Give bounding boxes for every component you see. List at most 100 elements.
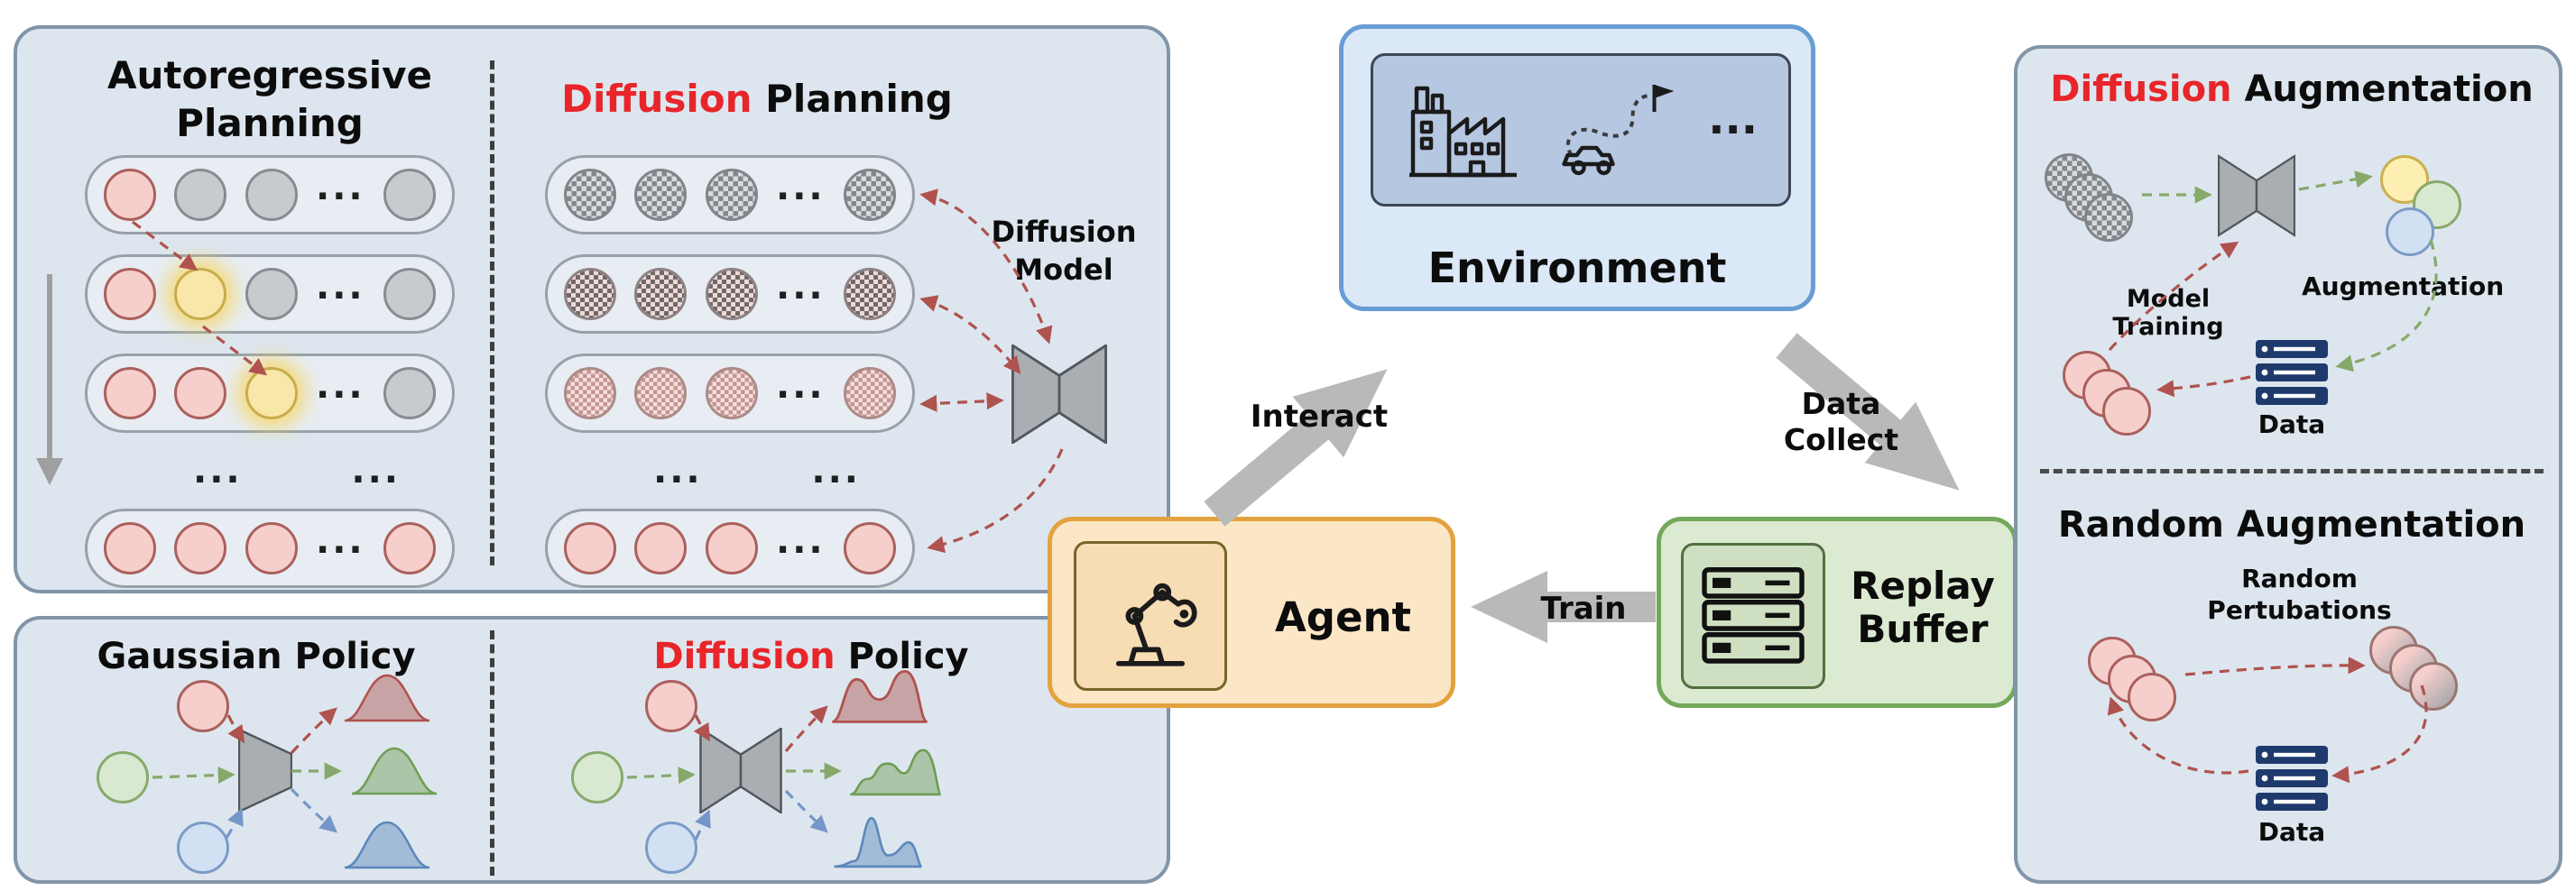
policy-word: Policy (835, 636, 969, 677)
yellowglow-state-circle (245, 367, 298, 419)
agent-box: Agent (1048, 517, 1455, 708)
noise1-state-circle (634, 169, 688, 221)
policy-panel: Gaussian Policy Diffusion Policy (14, 616, 1170, 884)
diffusion-augmentation-title: Diffusion Augmentation (2036, 67, 2548, 112)
noise1-state-circle (843, 169, 896, 221)
random-augmentation-title-text: Random Augmentation (2057, 504, 2526, 546)
pink-state-circle (104, 169, 156, 221)
diffusion-policy-title: Diffusion Policy (577, 634, 1046, 679)
sequence-row: ... (545, 509, 915, 588)
gray-state-circle (174, 169, 227, 221)
augmented-samples-cluster (2377, 155, 2467, 263)
model-training-label: Model Training (2112, 285, 2224, 341)
autoregressive-planning-title-text: Autoregressive Planning (106, 53, 433, 145)
ellipsis: ... (193, 450, 243, 491)
autoregressive-rows: .................. (85, 155, 455, 588)
sequence-row: ... (85, 155, 455, 234)
robot-arm-icon (1091, 556, 1210, 675)
ellipsis: ... (776, 167, 826, 208)
pink-state-circle (104, 268, 156, 320)
diffusion-planning-title: Diffusion Planning (559, 76, 956, 124)
data-label: Data (2257, 409, 2326, 439)
ellipsis: ... (351, 450, 401, 491)
sequence-row: ... (545, 155, 915, 234)
blue-circle (2386, 207, 2434, 256)
ellipsis: ... (316, 266, 365, 308)
random-pertubations-label: Random Pertubations (2207, 564, 2392, 625)
sequence-row: ... (545, 254, 915, 334)
ellipsis: ... (776, 520, 826, 562)
perturbed-samples-stack (2369, 626, 2460, 716)
pink-circle (2102, 387, 2151, 436)
pink-state-circle (383, 522, 436, 574)
agent-label: Agent (1274, 593, 1412, 641)
data-collect-label: Data Collect (1783, 386, 1899, 457)
interact-label: Interact (1250, 399, 1389, 435)
noise3-state-circle (843, 367, 896, 419)
factory-icon (1404, 79, 1517, 180)
planning-panel: Autoregressive Planning Diffusion Planni… (14, 25, 1170, 593)
server-stack-icon (1696, 564, 1810, 669)
planning-word: Planning (752, 77, 953, 121)
noise1-circle (2084, 193, 2133, 242)
replay-buffer-box: Replay Buffer (1657, 517, 2017, 708)
pink-state-circle (634, 522, 688, 574)
blue-state-circle (177, 822, 229, 874)
ellipsis: ... (776, 266, 826, 308)
blue-gaussian-curve (343, 821, 431, 869)
gray-state-circle (383, 169, 436, 221)
ellipsis: ... (811, 450, 861, 491)
green-state-circle (97, 751, 149, 804)
environment-label: Environment (1427, 243, 1727, 292)
ellipsis: ... (776, 365, 826, 407)
pink-state-circle (104, 522, 156, 574)
ellipsis: ... (316, 520, 365, 562)
ellipsis-row: ...... (85, 450, 455, 491)
green-gaussian-curve (350, 747, 439, 795)
noisy-samples-stack (2045, 153, 2135, 243)
noise1-state-circle (564, 169, 616, 221)
agent-icon-box (1074, 541, 1227, 691)
pink-state-circle (104, 367, 156, 419)
green-multimodal-curve (848, 749, 943, 796)
diffusion-word: Diffusion (653, 636, 836, 677)
diffusion-word: Diffusion (561, 77, 752, 121)
train-label: Train (1540, 591, 1627, 627)
sequence-row: ... (85, 354, 455, 433)
gray-state-circle (245, 268, 298, 320)
augmentation-word: Augmentation (2231, 69, 2534, 110)
noise3-state-circle (634, 367, 688, 419)
noise3-state-circle (564, 367, 616, 419)
pink-state-circle (174, 522, 227, 574)
noise2-state-circle (564, 268, 616, 320)
policy-divider (490, 630, 494, 876)
data-label: Data (2257, 817, 2326, 847)
replay-buffer-label: Replay Buffer (1851, 564, 1995, 652)
diffusion-rows: .................. (545, 155, 915, 588)
autoregressive-planning-title: Autoregressive Planning (67, 52, 473, 147)
training-samples-stack (2063, 351, 2153, 441)
diffusion-model-icon (2218, 154, 2295, 237)
yellowglow-state-circle (174, 268, 227, 320)
noise3-state-circle (705, 367, 758, 419)
augmentation-label: Augmentation (2302, 271, 2505, 301)
blue-state-circle (645, 822, 697, 874)
gray-state-circle (383, 268, 436, 320)
gray-state-circle (245, 169, 298, 221)
ellipsis: ... (1708, 94, 1758, 144)
diffusion-word: Diffusion (2050, 69, 2232, 110)
augmentation-divider (2040, 469, 2544, 473)
augmentation-panel: Diffusion Augmentation Augmentation Mode… (2014, 45, 2562, 884)
pink-state-circle (564, 522, 616, 574)
data-server-icon (2256, 340, 2328, 405)
pink-state-circle (245, 522, 298, 574)
ellipsis: ... (653, 450, 703, 491)
gaussian-policy-title-text: Gaussian Policy (97, 636, 416, 677)
noise2-state-circle (843, 268, 896, 320)
noise2-state-circle (634, 268, 688, 320)
pink-circle (2128, 673, 2176, 721)
noise1-state-circle (705, 169, 758, 221)
diffusion-model-icon (1011, 344, 1108, 444)
planning-divider (490, 60, 494, 565)
sequence-row: ... (85, 254, 455, 334)
